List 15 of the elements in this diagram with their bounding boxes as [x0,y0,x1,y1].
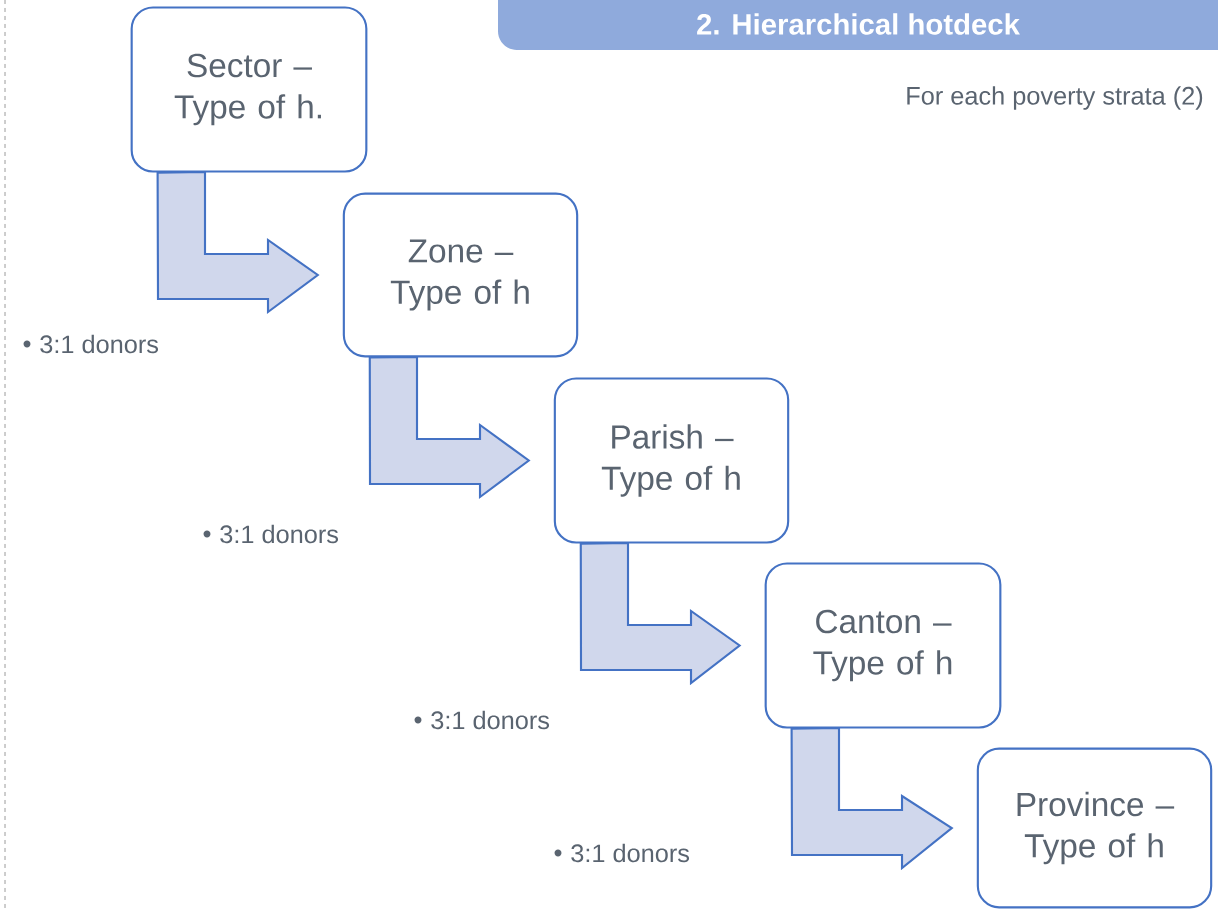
title-banner: 2. Hierarchical hotdeck [498,0,1218,50]
process-box: Canton – Type of h [764,562,1002,729]
note-text: For each poverty strata (2) [907,86,1203,110]
bent-arrow [790,726,954,871]
process-box: Zone – Type of h [342,192,579,358]
bullet-item: 3:1 donors [23,334,159,354]
process-box: Sector – Type of h. [130,6,368,173]
bent-arrow [579,541,742,686]
bullet-item: 3:1 donors [414,710,550,730]
bent-arrow [368,355,531,500]
process-box: Parish – Type of h [553,377,790,544]
bullet-item: 3:1 donors [203,524,339,544]
process-box: Province – Type of h [976,747,1213,909]
bullet-item: 3:1 donors [554,843,690,863]
bent-arrow [156,170,320,315]
